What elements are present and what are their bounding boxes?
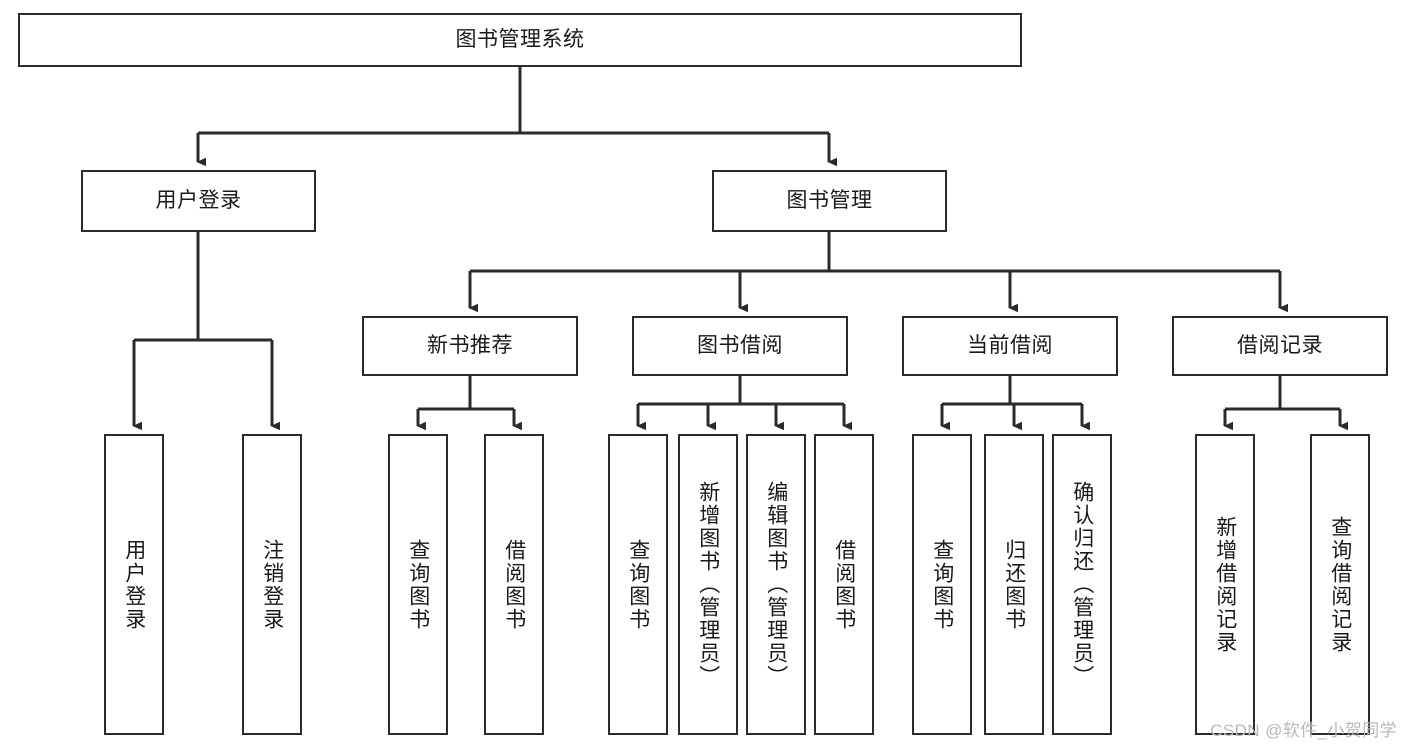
- node-leaf-query-borrow-record[interactable]: 查询借阅记录: [1310, 434, 1370, 735]
- node-leaf-confirm-return-admin[interactable]: 确认归还（管理员）: [1052, 434, 1112, 735]
- node-leaf-borrow-books-1[interactable]: 借阅图书: [484, 434, 544, 735]
- node-leaf-user-login-label: 用户登录: [122, 538, 146, 631]
- node-user-login-label: 用户登录: [155, 189, 242, 213]
- node-leaf-query-borrow-record-label: 查询借阅记录: [1328, 515, 1352, 654]
- node-leaf-query-books-1-label: 查询图书: [406, 538, 430, 631]
- node-leaf-borrow-books-2-label: 借阅图书: [832, 538, 856, 631]
- node-leaf-logout[interactable]: 注销登录: [242, 434, 302, 735]
- node-leaf-logout-label: 注销登录: [260, 538, 284, 631]
- node-leaf-query-books-3[interactable]: 查询图书: [912, 434, 972, 735]
- node-leaf-return-books-label: 归还图书: [1002, 538, 1026, 631]
- node-book-borrow[interactable]: 图书借阅: [632, 316, 848, 376]
- node-leaf-query-books-3-label: 查询图书: [930, 538, 954, 631]
- node-leaf-query-books-2[interactable]: 查询图书: [608, 434, 668, 735]
- node-borrow-records-label: 借阅记录: [1237, 334, 1323, 358]
- node-new-book-recommend-label: 新书推荐: [427, 334, 513, 358]
- node-leaf-add-book-admin[interactable]: 新增图书（管理员）: [678, 434, 738, 735]
- node-borrow-records[interactable]: 借阅记录: [1172, 316, 1388, 376]
- node-book-manage-label: 图书管理: [786, 189, 873, 213]
- node-book-borrow-label: 图书借阅: [697, 334, 783, 358]
- node-leaf-confirm-return-admin-label: 确认归还（管理员）: [1070, 481, 1094, 688]
- node-root[interactable]: 图书管理系统: [18, 13, 1022, 67]
- node-leaf-add-book-admin-label: 新增图书（管理员）: [696, 481, 720, 688]
- node-leaf-add-borrow-record[interactable]: 新增借阅记录: [1195, 434, 1255, 735]
- node-leaf-add-borrow-record-label: 新增借阅记录: [1213, 515, 1237, 654]
- node-new-book-recommend[interactable]: 新书推荐: [362, 316, 578, 376]
- node-leaf-edit-book-admin[interactable]: 编辑图书（管理员）: [746, 434, 806, 735]
- node-leaf-user-login[interactable]: 用户登录: [104, 434, 164, 735]
- node-leaf-borrow-books-2[interactable]: 借阅图书: [814, 434, 874, 735]
- node-root-label: 图书管理系统: [455, 28, 585, 52]
- node-current-borrow-label: 当前借阅: [967, 334, 1053, 358]
- node-leaf-borrow-books-1-label: 借阅图书: [502, 538, 526, 631]
- node-leaf-edit-book-admin-label: 编辑图书（管理员）: [764, 481, 788, 688]
- node-current-borrow[interactable]: 当前借阅: [902, 316, 1118, 376]
- node-user-login[interactable]: 用户登录: [81, 170, 316, 232]
- node-leaf-return-books[interactable]: 归还图书: [984, 434, 1044, 735]
- node-leaf-query-books-1[interactable]: 查询图书: [388, 434, 448, 735]
- node-book-manage[interactable]: 图书管理: [712, 170, 947, 232]
- node-leaf-query-books-2-label: 查询图书: [626, 538, 650, 631]
